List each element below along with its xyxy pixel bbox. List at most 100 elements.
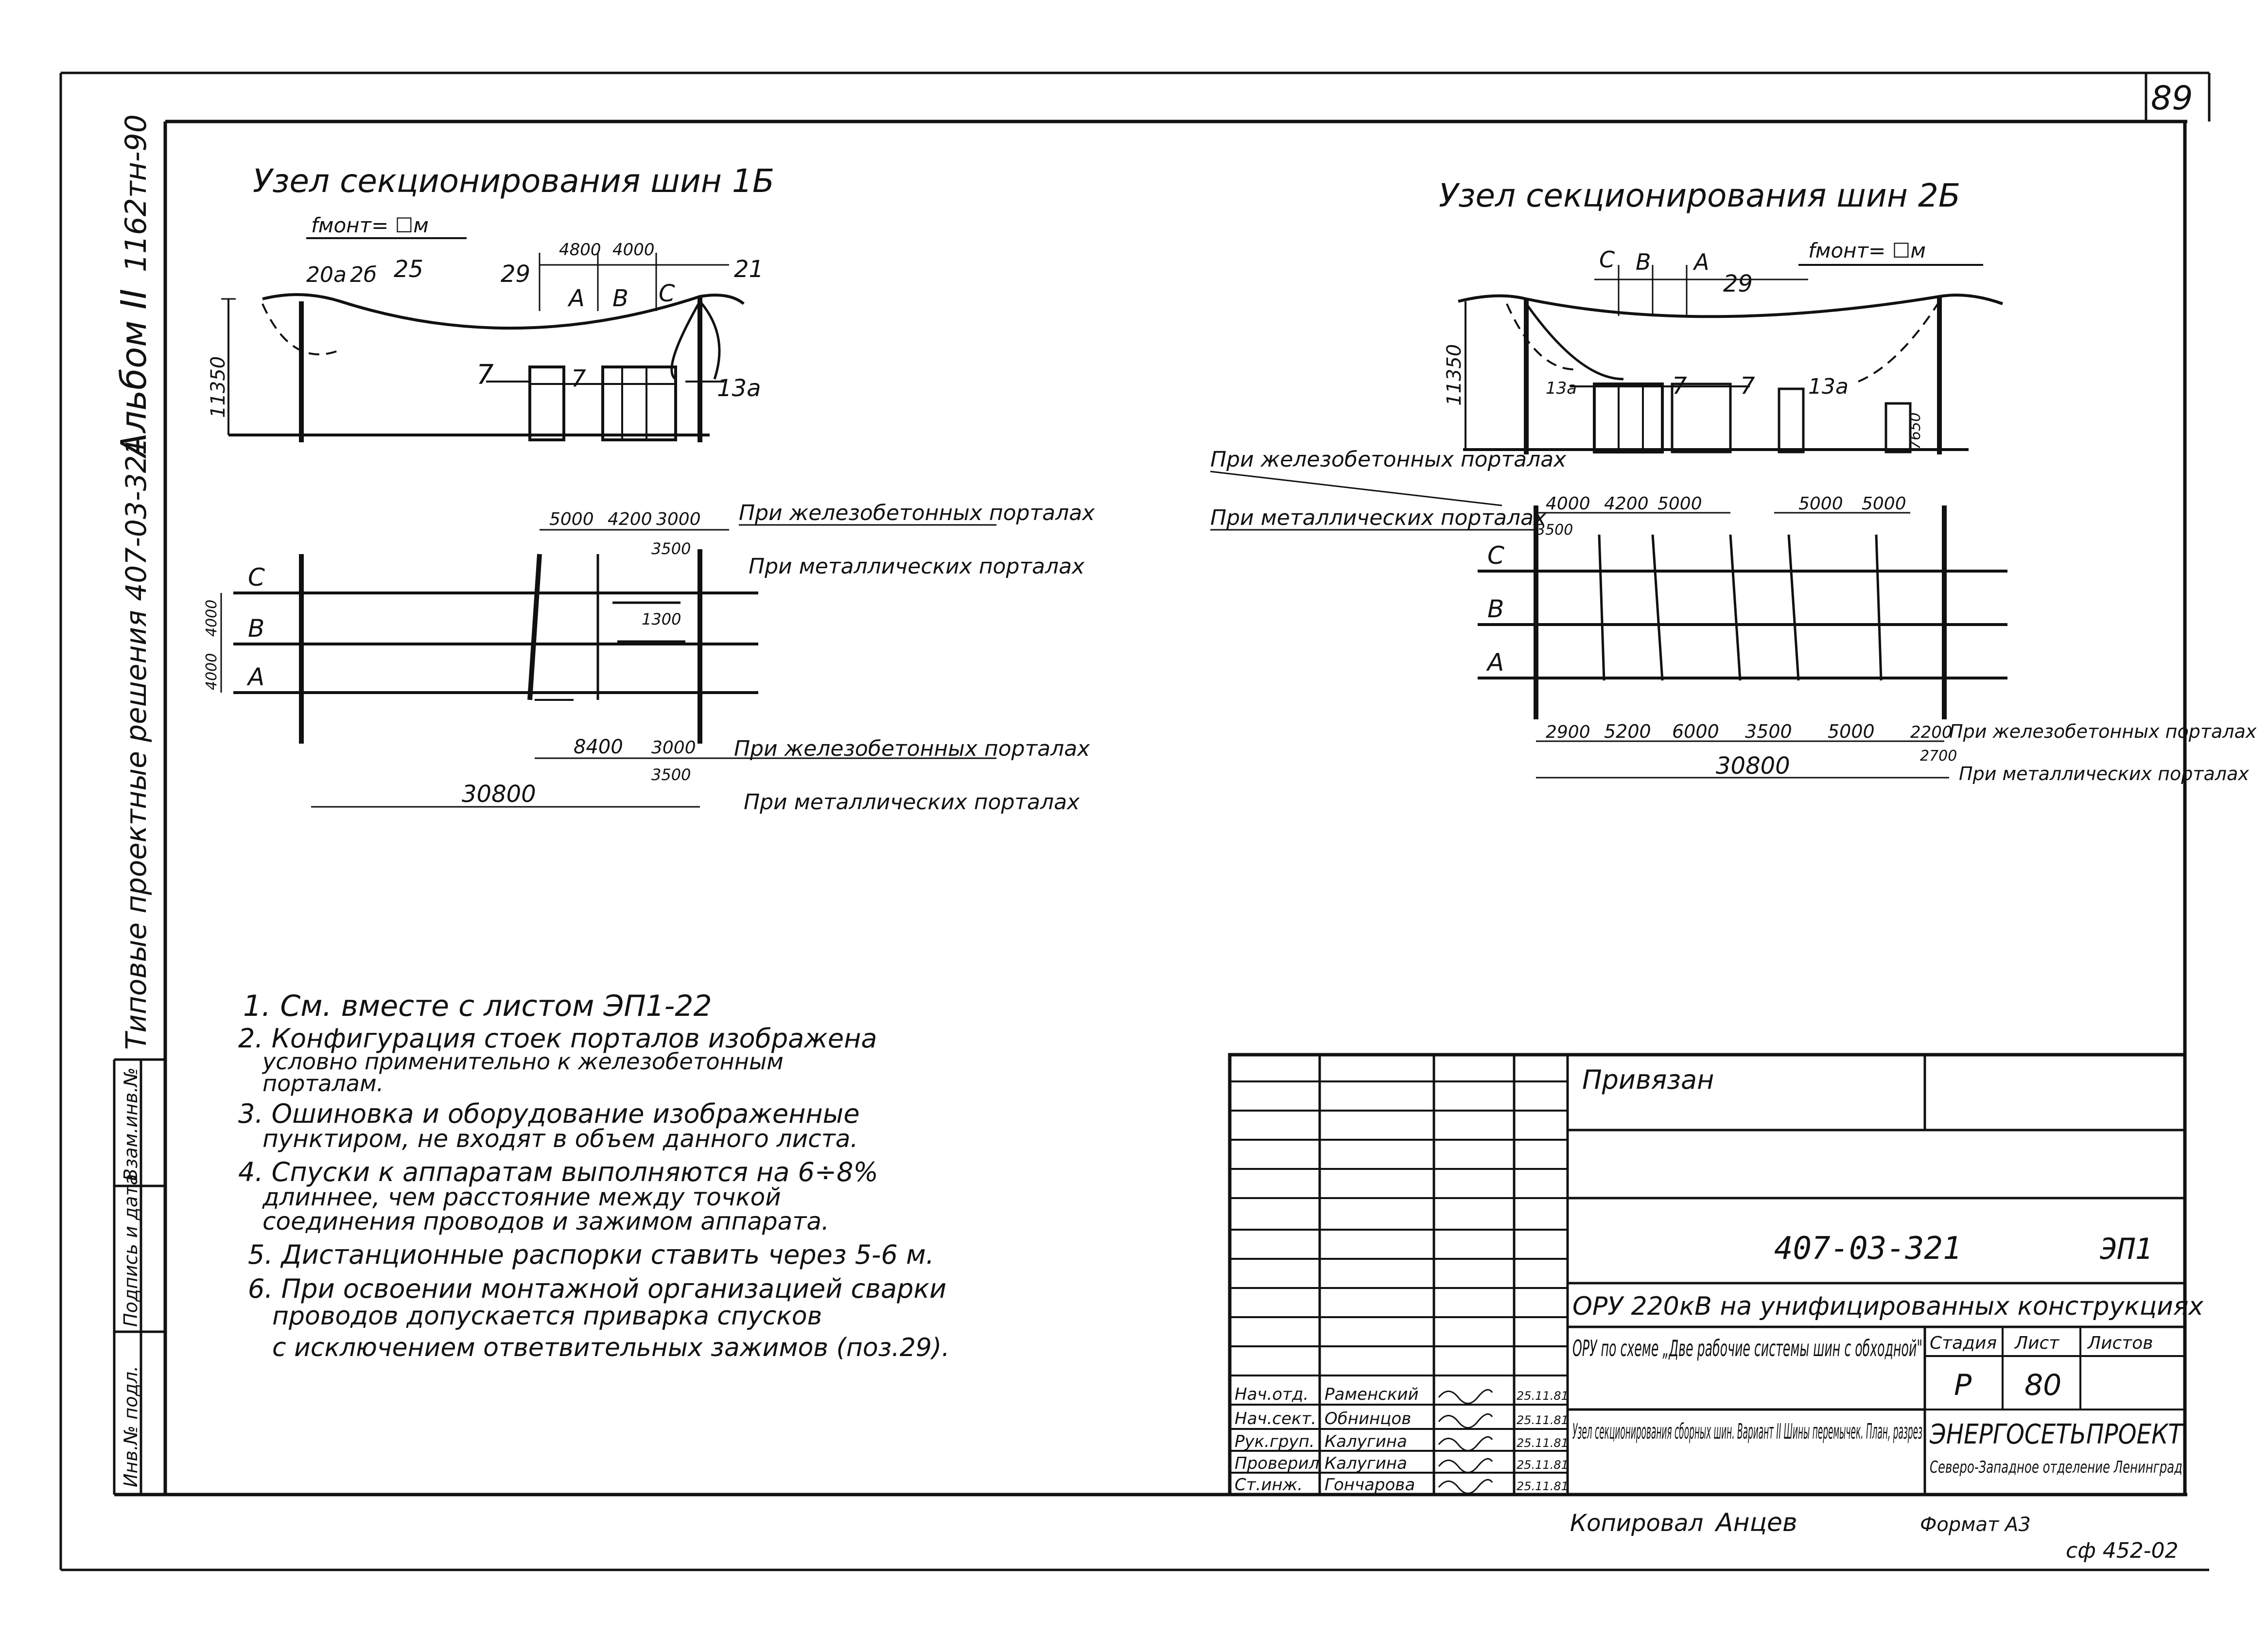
left-label-C: С bbox=[659, 280, 675, 307]
stage-value: Р bbox=[1954, 1368, 1972, 1402]
right-height-dim: 11350 bbox=[1443, 344, 1465, 406]
left-plan-top-dim-5: 1300 bbox=[642, 610, 681, 628]
left-plan-bottom-dim-4: 30800 bbox=[462, 781, 536, 808]
right-dim-7650: 7650 bbox=[1907, 413, 1924, 450]
left-height-dim: 11350 bbox=[207, 356, 229, 418]
margin-series: Типовые проектные решения 407-03-321 bbox=[120, 437, 153, 1050]
left-plan-top-dim-3: 3000 bbox=[656, 509, 701, 529]
sheet-title: Узел секционирования сборных шин. Вариан… bbox=[1572, 1419, 1922, 1444]
right-label-C: С bbox=[1599, 246, 1615, 273]
person-date: 25.11.81 bbox=[1517, 1436, 1569, 1450]
note-line: с исключением ответвительных зажимов (по… bbox=[272, 1333, 950, 1362]
right-plan-bottom-dim-4: 3500 bbox=[1745, 721, 1792, 742]
sheet-mark: ЭП1 bbox=[2100, 1232, 2152, 1266]
note-line: порталам. bbox=[262, 1070, 384, 1096]
note-line: 1. См. вместе с листом ЭП1-22 bbox=[243, 989, 712, 1023]
person-date: 25.11.81 bbox=[1517, 1413, 1569, 1427]
sheet-label: Лист bbox=[2014, 1333, 2059, 1353]
person-role: Нач.отд. bbox=[1235, 1385, 1308, 1404]
diagram-right: Узел секционирования шин 2Б fмонт= ☐м 11… bbox=[1210, 177, 2257, 784]
left-label-7b: 7 bbox=[571, 365, 586, 392]
right-plan-bottom-dim-2: 5200 bbox=[1604, 721, 1651, 742]
note-line: 5. Дистанционные распорки ставить через … bbox=[248, 1239, 934, 1270]
right-note-metal-top: При металлических порталах bbox=[1210, 505, 1547, 530]
sheet-value: 80 bbox=[2024, 1368, 2061, 1402]
left-phase-B: В bbox=[248, 614, 264, 643]
left-label-26: 2б bbox=[350, 262, 377, 287]
copied-label: Копировал bbox=[1570, 1510, 1703, 1537]
scheme-text: ОРУ по схеме „Две рабочие системы шин с … bbox=[1572, 1335, 1922, 1361]
diagram-left-title: Узел секционирования шин 1Б bbox=[253, 162, 774, 200]
left-note-rc-bottom: При железобетонных порталах bbox=[734, 736, 1090, 761]
note-line: 4. Спуски к аппаратам выполняются на 6÷8… bbox=[238, 1157, 878, 1187]
diagram-right-title: Узел секционирования шин 2Б bbox=[1439, 177, 1960, 214]
left-margin: 1162тн-90 Альбом II Типовые проектные ре… bbox=[113, 114, 154, 1487]
right-plan-top-dim-3: 5000 bbox=[1657, 494, 1702, 514]
left-plan-bottom-dim-2: 3000 bbox=[651, 738, 696, 758]
stage-label: Стадия bbox=[1930, 1333, 1997, 1353]
signatures bbox=[1438, 1389, 1493, 1494]
margin-album: Альбом II bbox=[113, 289, 154, 459]
footer: Копировал Анцев Формат А3 сф 452-02 bbox=[1570, 1508, 2179, 1563]
right-note-rc-bottom: При железобетонных порталах bbox=[1949, 721, 2257, 742]
left-plan-top-dim-2: 4200 bbox=[608, 509, 652, 529]
left-plan-top-dim-4: 3500 bbox=[651, 540, 691, 558]
person-name: Калугина bbox=[1325, 1454, 1407, 1473]
person-date: 25.11.81 bbox=[1517, 1479, 1569, 1493]
doc-code: 407-03-321 bbox=[1774, 1231, 1961, 1267]
left-plan-top-dim-1: 5000 bbox=[549, 509, 594, 529]
right-plan-bottom-dim-6: 2200 bbox=[1910, 723, 1953, 742]
privyazan-label: Привязан bbox=[1582, 1064, 1714, 1095]
left-label-A: А bbox=[567, 285, 585, 312]
diagram-left-plan: С В А 4000 4000 5000 4200 3000 3500 1300… bbox=[203, 501, 1095, 815]
right-note-metal-bottom: При металлических порталах bbox=[1959, 763, 2249, 784]
person-name: Калугина bbox=[1325, 1432, 1407, 1451]
right-phase-C: С bbox=[1487, 541, 1504, 570]
sheets-label: Листов bbox=[2087, 1333, 2153, 1353]
right-label-7b: 7 bbox=[1740, 372, 1755, 400]
person-name: Обнинцов bbox=[1325, 1409, 1411, 1428]
title-block: Привязан 407-03-321 ЭП1 ОРУ 220кВ на уни… bbox=[1228, 1053, 2204, 1497]
person-role: Рук.груп. bbox=[1235, 1432, 1315, 1451]
notes-list: 1. См. вместе с листом ЭП1-22 2. Конфигу… bbox=[238, 989, 950, 1362]
margin-label-sign: Подпись и дата bbox=[120, 1174, 141, 1327]
left-label-29: 29 bbox=[501, 261, 530, 288]
note-line: соединения проводов и зажимом аппарата. bbox=[262, 1207, 829, 1236]
right-label-29: 29 bbox=[1723, 270, 1753, 297]
left-plan-bottom-dim-1: 8400 bbox=[574, 736, 623, 758]
note-line: 2. Конфигурация стоек порталов изображен… bbox=[238, 1023, 877, 1054]
left-label-25: 25 bbox=[394, 256, 423, 283]
org-name: ЭНЕРГОСЕТЬПРОЕКТ bbox=[1929, 1419, 2184, 1450]
note-line: 3. Ошиновка и оборудование изображенные bbox=[238, 1098, 860, 1129]
stamp-code: сф 452-02 bbox=[2066, 1538, 2179, 1563]
copier-name: Анцев bbox=[1714, 1508, 1797, 1537]
diagram-left-sag: fмонт= ☐м bbox=[311, 213, 429, 237]
right-plan-top-dim-6: 3500 bbox=[1536, 522, 1573, 539]
left-note-metal-top: При металлических порталах bbox=[749, 554, 1085, 579]
person-date: 25.11.81 bbox=[1517, 1389, 1569, 1403]
margin-label-inv: Инв.№ подл. bbox=[120, 1366, 141, 1487]
left-side-dim-2: 4000 bbox=[203, 653, 220, 690]
right-plan-bottom-dim-3: 6000 bbox=[1672, 721, 1719, 742]
note-line: проводов допускается приварка спусков bbox=[272, 1302, 822, 1331]
right-note-rc-top: При железобетонных порталах bbox=[1210, 447, 1567, 472]
right-label-13a-right: 13а bbox=[1808, 374, 1849, 399]
left-label-20a: 20а bbox=[306, 262, 347, 287]
right-label-A: А bbox=[1692, 249, 1709, 275]
left-label-13a: 13а bbox=[717, 375, 761, 402]
left-label-B: В bbox=[612, 285, 628, 312]
right-plan-bottom-dim-1: 2900 bbox=[1546, 722, 1590, 742]
margin-code: 1162тн-90 bbox=[119, 114, 153, 272]
right-plan-bottom-dim-5: 5000 bbox=[1828, 721, 1875, 742]
left-side-dim-1: 4000 bbox=[203, 600, 220, 637]
left-note-metal-bottom: При металлических порталах bbox=[744, 790, 1080, 815]
person-name: Гончарова bbox=[1325, 1475, 1415, 1495]
right-phase-B: В bbox=[1487, 595, 1504, 623]
person-date: 25.11.81 bbox=[1517, 1458, 1569, 1472]
right-label-13a-left: 13а bbox=[1546, 379, 1577, 398]
note-line: пунктиром, не входят в объем данного лис… bbox=[262, 1125, 858, 1153]
left-top-dim-2: 4000 bbox=[612, 240, 655, 260]
sheet-number: 89 bbox=[2151, 79, 2193, 118]
person-role: Ст.инж. bbox=[1235, 1475, 1303, 1495]
